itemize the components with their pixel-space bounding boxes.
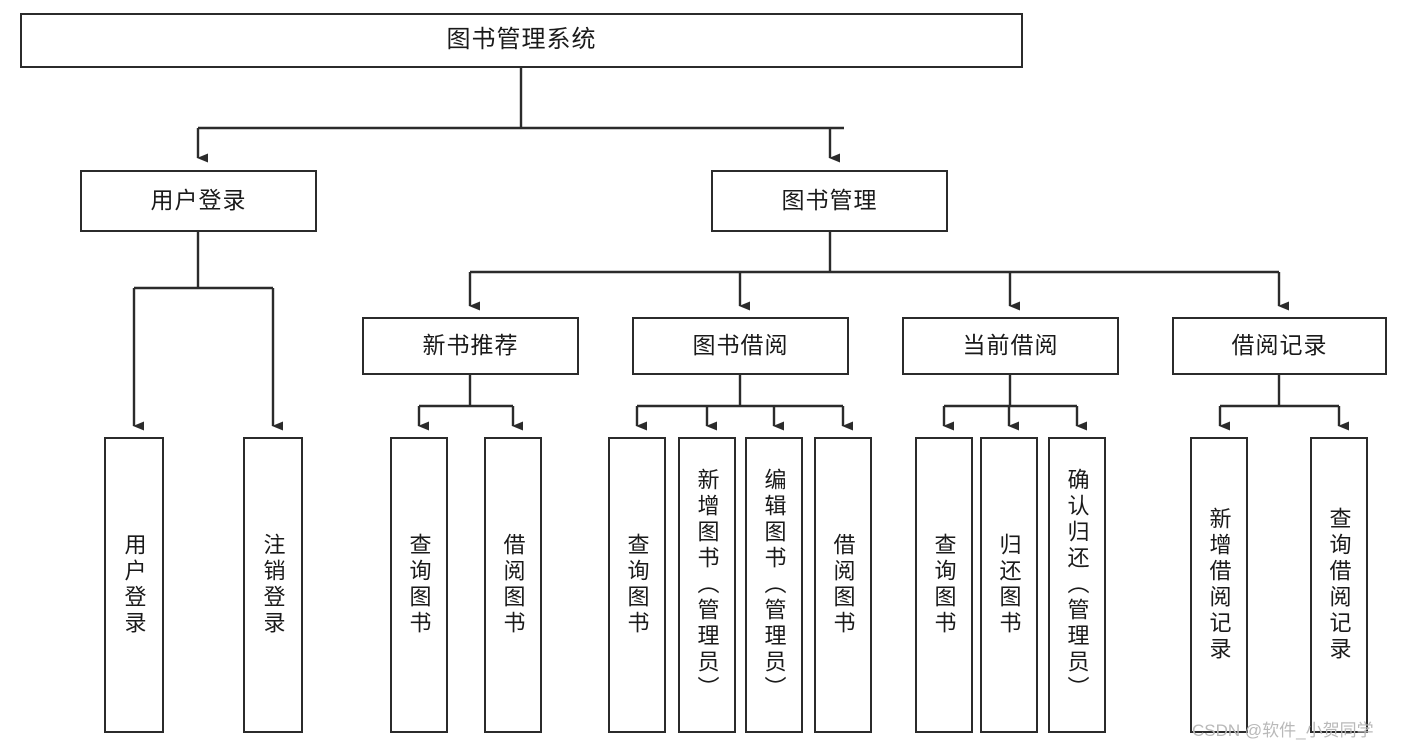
node-label: 确认归还（管理员） [1064, 468, 1090, 702]
leaf-return-book[interactable]: 归还图书 [980, 437, 1038, 733]
leaf-add-borrow-record[interactable]: 新增借阅记录 [1190, 437, 1248, 733]
leaf-query-book-1[interactable]: 查询图书 [390, 437, 448, 733]
leaf-user-login[interactable]: 用户登录 [104, 437, 164, 733]
node-label: 注销登录 [260, 533, 286, 637]
leaf-query-book-2[interactable]: 查询图书 [608, 437, 666, 733]
node-label: 图书管理 [781, 187, 878, 214]
node-book-borrow[interactable]: 图书借阅 [632, 317, 849, 375]
node-label: 查询借阅记录 [1326, 507, 1352, 663]
node-label: 查询图书 [931, 533, 957, 637]
node-label: 用户登录 [121, 533, 147, 637]
csdn-watermark: CSDN @软件_小贺同学 [1192, 721, 1374, 740]
leaf-query-book-3[interactable]: 查询图书 [915, 437, 973, 733]
node-root-system[interactable]: 图书管理系统 [20, 13, 1023, 68]
node-label: 当前借阅 [962, 332, 1059, 359]
node-user-login[interactable]: 用户登录 [80, 170, 317, 232]
node-label: 借阅图书 [830, 533, 856, 637]
leaf-borrow-book-2[interactable]: 借阅图书 [814, 437, 872, 733]
node-label: 新增借阅记录 [1206, 507, 1232, 663]
leaf-edit-book-admin[interactable]: 编辑图书（管理员） [745, 437, 803, 733]
node-current-borrow[interactable]: 当前借阅 [902, 317, 1119, 375]
node-label: 新书推荐 [422, 332, 519, 359]
node-label: 图书借阅 [692, 332, 789, 359]
leaf-logout[interactable]: 注销登录 [243, 437, 303, 733]
leaf-borrow-book-1[interactable]: 借阅图书 [484, 437, 542, 733]
node-label: 新增图书（管理员） [694, 468, 720, 702]
node-label: 编辑图书（管理员） [761, 468, 787, 702]
node-label: 用户登录 [150, 187, 247, 214]
leaf-confirm-return-admin[interactable]: 确认归还（管理员） [1048, 437, 1106, 733]
node-label: 查询图书 [624, 533, 650, 637]
node-borrow-record[interactable]: 借阅记录 [1172, 317, 1387, 375]
leaf-add-book-admin[interactable]: 新增图书（管理员） [678, 437, 736, 733]
leaf-query-borrow-record[interactable]: 查询借阅记录 [1310, 437, 1368, 733]
node-book-management[interactable]: 图书管理 [711, 170, 948, 232]
node-label: 借阅图书 [500, 533, 526, 637]
node-label: 归还图书 [996, 533, 1022, 637]
node-label: 图书管理系统 [446, 26, 597, 54]
node-new-book-recommend[interactable]: 新书推荐 [362, 317, 579, 375]
node-label: 查询图书 [406, 533, 432, 637]
node-label: 借阅记录 [1231, 332, 1328, 359]
